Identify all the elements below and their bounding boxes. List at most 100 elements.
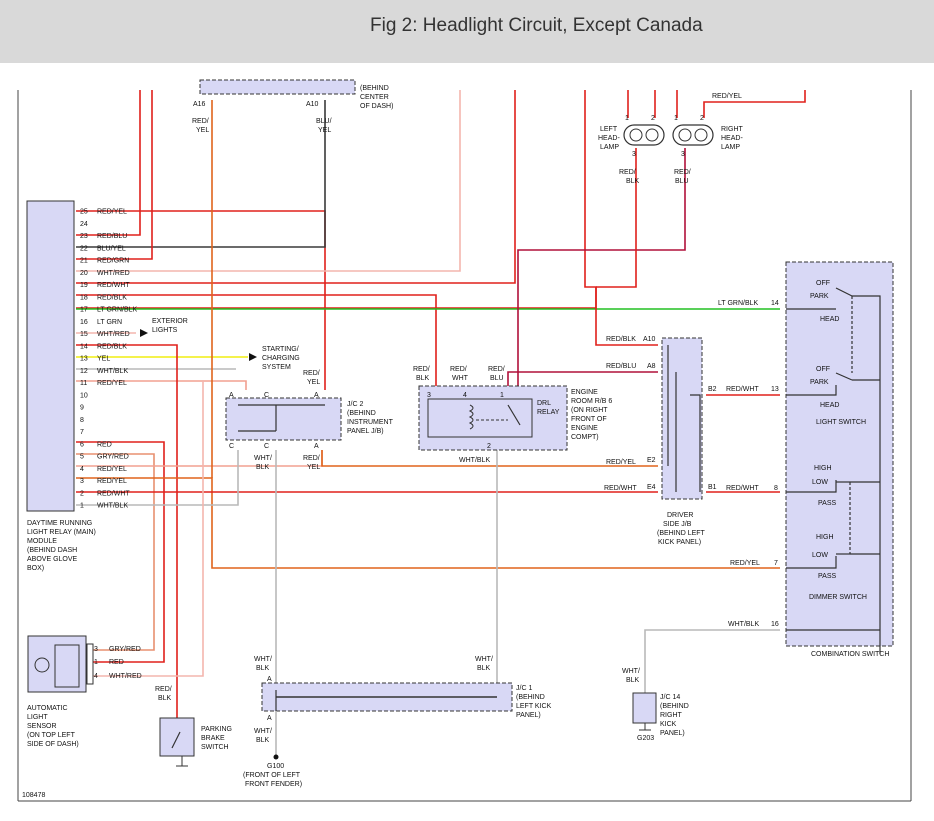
wire-21 (76, 90, 153, 260)
upper-head: HEAD (820, 316, 839, 323)
jc1-label-1: J/C 1 (516, 685, 532, 692)
drl-relay-wire1-2: BLU (490, 375, 504, 382)
left-headlamp-pin2: 2 (651, 115, 655, 122)
engine-room-label-5: ENGINE (571, 425, 598, 432)
jc2-label-4: PANEL J/B) (347, 428, 384, 435)
exterior-lights-label-2: LIGHTS (152, 327, 178, 334)
a10-wire-1: BLU/ (316, 118, 332, 125)
jc2-pin-c-left: C (229, 443, 234, 450)
right-headlamp-wire-2: BLU (675, 178, 689, 185)
wire-relay-a10 (595, 287, 658, 346)
drl-relay-p3: 3 (427, 392, 431, 399)
engine-room-label-1: ENGINE (571, 389, 598, 396)
sensor-wire3: GRY/RED (109, 646, 141, 653)
a16-pin: A16 (193, 101, 206, 108)
wire-rh-head (517, 148, 686, 392)
drl-pin-wire-label: WHT/RED (97, 331, 130, 338)
drl-module-label-4: (BEHIND DASH (27, 547, 77, 554)
drl-relay-p1: 1 (500, 392, 504, 399)
wire-sensor-4 (92, 381, 204, 677)
drl-pin-number: 21 (80, 258, 88, 265)
jc2-top-wire-1: RED/ (303, 370, 320, 377)
right-headlamp-label-3: LAMP (721, 144, 740, 151)
jb-a8-wire: RED/BLU (606, 363, 636, 370)
a10-wire-2: YEL (318, 127, 331, 134)
drl-pin-wire-label: RED/GRN (97, 258, 129, 265)
jb-label-3: (BEHIND LEFT (657, 530, 706, 537)
jb-bus-3 (690, 394, 701, 492)
engine-room-label-2: ROOM R/B 6 (571, 398, 612, 405)
left-headlamp-wire-1: RED/ (619, 169, 636, 176)
a16-wire-2: YEL (196, 127, 209, 134)
figure-id: 108478 (22, 792, 45, 799)
wire-20 (76, 90, 461, 272)
drl-module-label-2: LIGHT RELAY (MAIN) (27, 529, 96, 536)
jc2-pin-a-right: A (314, 392, 319, 399)
drl-pin-wire-label: GRY/RED (97, 454, 129, 461)
wire-3 (76, 477, 780, 569)
wire-jc2-e2 (321, 450, 658, 467)
jc2-pin-a-bottom: A (314, 443, 319, 450)
drl-pin-number: 19 (80, 282, 88, 289)
cs-wire14: LT GRN/BLK (718, 300, 759, 307)
drl-relay-label-1: DRL (537, 400, 551, 407)
drl-pin-number: 13 (80, 356, 88, 363)
exterior-lights-arrow (140, 329, 148, 337)
drl-pin-wire-label: RED (97, 441, 112, 448)
drl-pin-wire-label: RED/WHT (97, 490, 130, 497)
drl-pin-number: 5 (80, 454, 84, 461)
drl-pin-number: 9 (80, 405, 84, 412)
drl-relay-p4: 4 (463, 392, 467, 399)
parking-brake-label-1: PARKING (201, 726, 232, 733)
switch-contacts (786, 287, 881, 654)
parking-brake-label-2: BRAKE (201, 735, 225, 742)
drl-pin-wire-label: WHT/BLK (97, 503, 128, 510)
jc2-pin-c-top: C (264, 392, 269, 399)
drl-pin-wire-label: RED/BLU (97, 233, 127, 240)
sensor-pin3: 3 (94, 646, 98, 653)
jc1-left-wire-2: BLK (256, 665, 270, 672)
cs-wire16: WHT/BLK (728, 621, 759, 628)
drl-pin-number: 10 (80, 392, 88, 399)
wire-5 (76, 453, 155, 651)
starting-system-label-2: CHARGING (262, 355, 300, 362)
center-dash-label-3: OF DASH) (360, 103, 393, 110)
jc14-label-1: J/C 14 (660, 694, 680, 701)
drl-pin-number: 23 (80, 233, 88, 240)
wire-6 (76, 441, 165, 663)
starting-system-arrow (249, 353, 257, 361)
a16-wire-1: RED/ (192, 118, 209, 125)
sensor-wire1: RED (109, 659, 124, 666)
drl-module-label-5: ABOVE GLOVE (27, 556, 78, 563)
jb-label-1: DRIVER (667, 512, 693, 519)
upper-park: PARK (810, 293, 829, 300)
cs-pin16: 16 (771, 621, 779, 628)
jc1-label-2: (BEHIND (516, 694, 545, 701)
drl-relay-wire1-1: RED/ (488, 366, 505, 373)
wire-11 (76, 380, 247, 390)
jc2-box (225, 397, 342, 441)
jc14-label-5: PANEL) (660, 730, 685, 737)
drl-pin-wire-label: WHT/BLK (97, 368, 128, 375)
dimmer1-low: LOW (812, 479, 828, 486)
sensor-label-3: SENSOR (27, 723, 57, 730)
drl-pin-wire-label: RED/YEL (97, 466, 127, 473)
drl-pin-number: 22 (80, 245, 88, 252)
drl-module-label-6: BOX) (27, 565, 44, 572)
drl-pin-number: 25 (80, 209, 88, 216)
combination-switch-label: COMBINATION SWITCH (811, 651, 889, 658)
left-headlamp-label-3: LAMP (600, 144, 619, 151)
drl-relay-wire3-2: BLK (416, 375, 430, 382)
drl-pin-wire-label: RED/YEL (97, 380, 127, 387)
right-headlamp-wire-1: RED/ (674, 169, 691, 176)
starting-system-label-1: STARTING/ (262, 346, 299, 353)
jb-label-4: KICK PANEL) (658, 539, 701, 546)
drl-relay-coil (468, 404, 474, 430)
right-headlamp (672, 124, 714, 146)
drl-pin-number: 6 (80, 441, 84, 448)
light-sensor-inner (54, 644, 80, 688)
sensor-pin4: 4 (94, 673, 98, 680)
dimmer2-high: HIGH (816, 534, 834, 541)
jb-e4: E4 (647, 484, 656, 491)
